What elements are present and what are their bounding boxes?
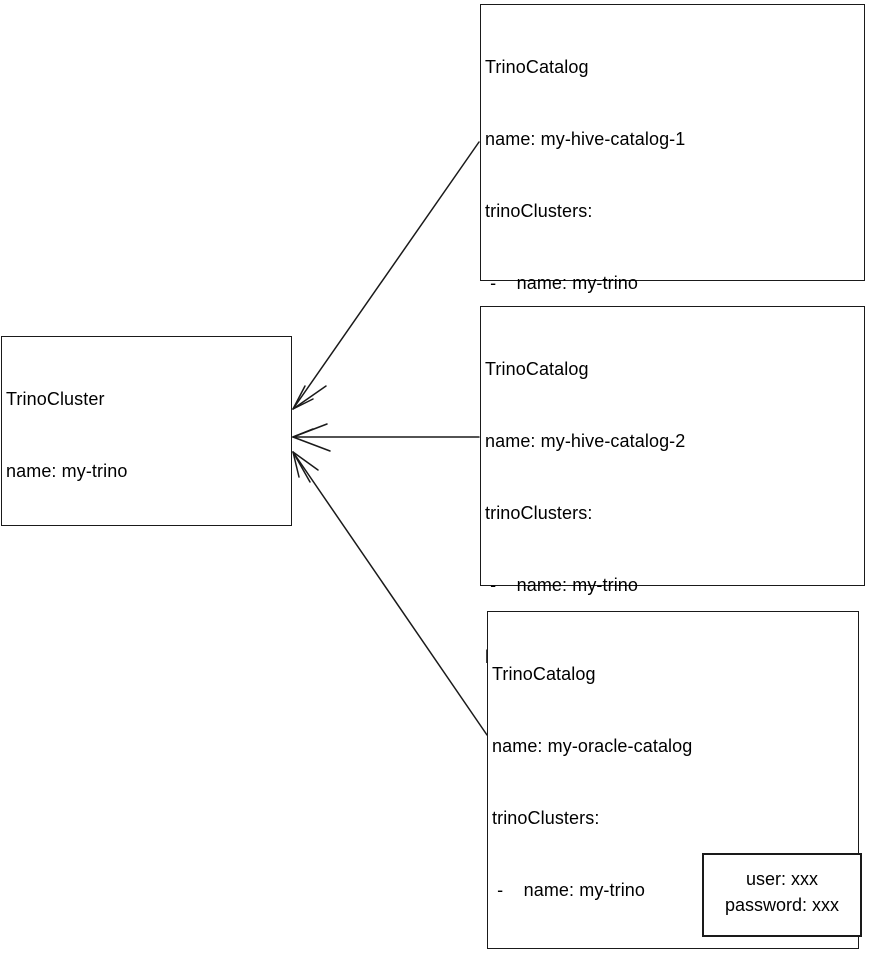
catalog-3-line-2: trinoClusters: (492, 808, 600, 828)
secret-line-0: user: xxx (745, 869, 819, 889)
node-secret[interactable]: user: xxx password: xxx (702, 853, 862, 937)
cluster-line-0: TrinoCluster (6, 389, 105, 409)
node-secret-body: user: xxx password: xxx (704, 866, 860, 918)
catalog-3-line-1: name: my-oracle-catalog (492, 736, 693, 756)
cluster-line-1: name: my-trino (6, 461, 128, 481)
edge-catalog-2-to-cluster (292, 423, 480, 452)
catalog-2-line-1: name: my-hive-catalog-2 (485, 431, 686, 451)
node-trino-catalog-oracle[interactable]: TrinoCatalog name: my-oracle-catalog tri… (487, 611, 862, 954)
catalog-1-line-1: name: my-hive-catalog-1 (485, 129, 686, 149)
node-trino-catalog-hive-1[interactable]: TrinoCatalog name: my-hive-catalog-1 tri… (480, 4, 865, 653)
catalog-2-line-2: trinoClusters: (485, 503, 593, 523)
catalog-1-line-3: - name: my-trino (485, 273, 639, 293)
node-trino-cluster-body: TrinoCluster name: my-trino (6, 339, 289, 531)
catalog-1-line-0: TrinoCatalog (485, 57, 589, 77)
edge-catalog-3-to-cluster (292, 451, 488, 736)
node-trino-catalog-hive-2[interactable]: TrinoCatalog name: my-hive-catalog-2 tri… (480, 306, 865, 883)
catalog-3-line-0: TrinoCatalog (492, 664, 596, 684)
catalog-2-line-3: - name: my-trino (485, 575, 639, 595)
catalog-1-line-2: trinoClusters: (485, 201, 593, 221)
catalog-3-line-4: oracle: (492, 950, 856, 954)
catalog-3-line-3: - name: my-trino (492, 880, 646, 900)
node-trino-cluster[interactable]: TrinoCluster name: my-trino (1, 336, 292, 526)
secret-line-1: password: xxx (724, 895, 840, 915)
node-trino-catalog-oracle-body: TrinoCatalog name: my-oracle-catalog tri… (492, 614, 856, 954)
catalog-2-line-0: TrinoCatalog (485, 359, 589, 379)
edge-catalog-1-to-cluster (292, 141, 480, 410)
